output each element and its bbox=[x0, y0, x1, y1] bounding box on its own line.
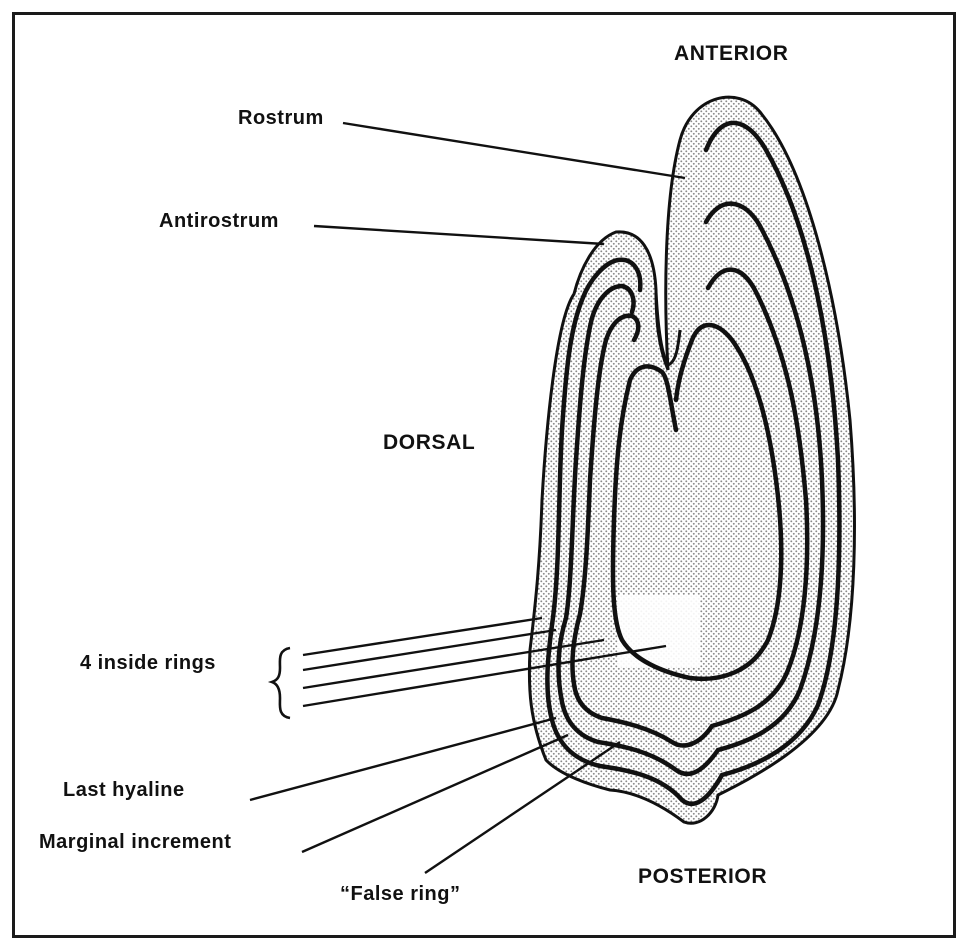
anterior-label: ANTERIOR bbox=[674, 42, 788, 66]
false-ring-label: “False ring” bbox=[340, 883, 460, 906]
rostrum-label: Rostrum bbox=[238, 107, 324, 130]
inside-rings-brace bbox=[272, 648, 290, 718]
last-hyaline-label: Last hyaline bbox=[63, 779, 185, 802]
posterior-label: POSTERIOR bbox=[638, 865, 767, 889]
pointer-marginal-increment bbox=[302, 735, 568, 852]
dorsal-label: DORSAL bbox=[383, 431, 475, 455]
inside-rings-label: 4 inside rings bbox=[80, 652, 216, 675]
pointer-false-ring bbox=[425, 742, 620, 873]
nucleus-patch bbox=[618, 595, 700, 667]
pointer-ring-1 bbox=[303, 618, 542, 655]
pointer-last-hyaline bbox=[250, 718, 556, 800]
marginal-increment-label: Marginal increment bbox=[39, 831, 231, 854]
pointer-rostrum bbox=[343, 123, 685, 178]
antirostrum-label: Antirostrum bbox=[159, 210, 279, 233]
pointer-antirostrum bbox=[314, 226, 604, 244]
